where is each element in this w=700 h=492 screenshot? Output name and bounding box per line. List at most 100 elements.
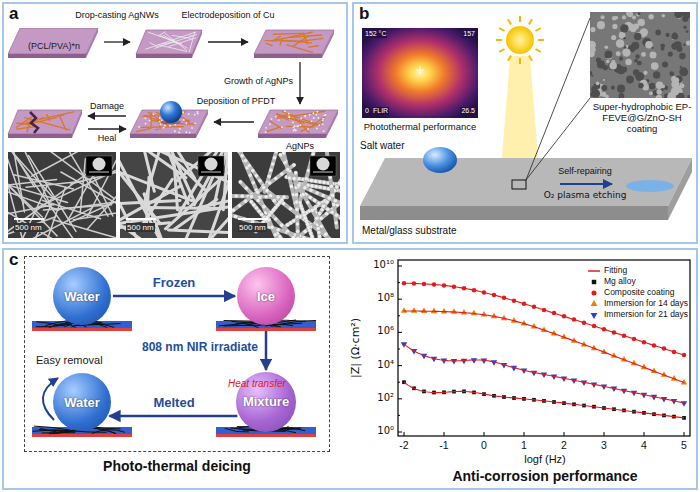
axis-tick	[398, 349, 400, 350]
nanoparticle	[269, 168, 273, 172]
tick-label: 10⁴	[377, 359, 394, 371]
surface-pore	[635, 72, 644, 81]
surface-pore	[686, 40, 690, 45]
nanoparticle	[265, 189, 269, 193]
nanoparticle	[305, 219, 309, 223]
axis-tick	[444, 432, 445, 436]
nanoparticle	[276, 195, 280, 199]
zoom-line	[526, 18, 590, 180]
data-marker	[451, 359, 457, 365]
step-label: Growth of AgNPs	[224, 76, 293, 86]
nanoparticle	[327, 196, 331, 200]
nanoparticle	[325, 200, 329, 204]
nanoparticle	[302, 213, 306, 217]
tick-label: 10⁰	[377, 425, 394, 437]
water-droplet: Water	[53, 373, 111, 431]
process-arrow	[208, 41, 248, 42]
node-label: Water	[64, 289, 100, 304]
nanoparticle	[319, 124, 321, 126]
film-top	[8, 28, 98, 54]
step-label: Self-repairing	[557, 166, 613, 176]
axis-title: logf (Hz)	[524, 453, 566, 466]
sem-image	[590, 12, 690, 98]
process-arrow	[560, 183, 612, 185]
nanowire	[120, 163, 160, 224]
nanoparticle	[322, 118, 324, 120]
nanowire	[150, 112, 151, 126]
nanoparticle	[313, 117, 315, 119]
surface-pore	[611, 86, 615, 90]
legend-marker	[591, 300, 598, 306]
nanoparticle	[164, 125, 166, 127]
nanoparticle	[239, 180, 243, 184]
nanoparticle	[322, 204, 326, 208]
nanowire	[312, 116, 325, 126]
data-marker	[481, 311, 487, 317]
tick-label: 4	[641, 439, 647, 451]
surface-pore	[679, 53, 686, 60]
nanoparticle	[294, 129, 296, 131]
nanowire	[158, 45, 187, 52]
nanowire	[166, 152, 195, 178]
step-label: Drop-casting AgNWs	[75, 10, 159, 20]
axis-tick	[398, 315, 400, 316]
note-label: Heat transfer	[228, 378, 286, 390]
surface-pore	[606, 60, 610, 64]
nanoparticle	[144, 117, 146, 119]
nanoparticle	[322, 181, 326, 185]
axis-tick	[604, 432, 605, 436]
spread-water	[626, 180, 674, 192]
nanowire	[8, 155, 57, 236]
caption-label: Super-hydrophobic EP-FEVE@G/ZnO-SH coati…	[590, 102, 694, 135]
nanoparticle	[298, 125, 300, 127]
legend-text: Immersion for 14 days	[603, 298, 689, 309]
water-droplet	[160, 101, 182, 123]
scale-bar	[14, 218, 44, 220]
nanoparticle	[260, 213, 264, 217]
nanowire	[273, 33, 301, 35]
nanoparticle	[307, 128, 309, 130]
film-edge	[196, 110, 208, 138]
film-edge	[86, 28, 98, 58]
crosshair	[416, 66, 424, 74]
nanoparticle	[340, 202, 341, 206]
data-marker	[441, 358, 447, 364]
legend-item: Immersion for 14 days	[588, 298, 689, 309]
surface-pore	[686, 30, 689, 33]
nanowire	[40, 112, 74, 119]
surface-pore	[649, 91, 653, 95]
surface-pore	[671, 33, 678, 40]
nanoparticle	[276, 228, 280, 232]
thermal-readout: FLIR	[372, 107, 389, 115]
nanoparticle	[273, 156, 277, 160]
nanoparticle	[325, 212, 329, 216]
surface-pore	[634, 33, 642, 41]
substrate-edge	[360, 206, 668, 220]
surface-pore	[656, 95, 662, 98]
scale-bar	[126, 218, 156, 220]
surface-pore	[673, 32, 676, 35]
nanoparticle	[314, 179, 318, 183]
nanoparticle	[318, 186, 322, 190]
nanowire	[159, 35, 178, 44]
surface-pore	[638, 83, 644, 89]
legend-marker	[591, 313, 598, 319]
sun-ray	[519, 16, 521, 22]
surface-pore	[601, 85, 607, 91]
legend-line	[588, 270, 600, 272]
nanoparticle	[185, 122, 187, 124]
nanoparticle	[309, 232, 313, 236]
scale-bar	[238, 218, 268, 220]
fiber	[33, 430, 75, 432]
surface-pore	[683, 25, 686, 28]
sem-background	[8, 152, 116, 238]
sem-background	[590, 12, 690, 98]
legend-sample	[588, 278, 600, 286]
surface-pore	[622, 15, 626, 19]
legend-text: Fitting	[603, 265, 628, 276]
nanoparticle	[339, 216, 340, 220]
nanowire	[266, 43, 272, 45]
film-edge	[322, 30, 334, 58]
nanoparticle	[314, 185, 318, 189]
